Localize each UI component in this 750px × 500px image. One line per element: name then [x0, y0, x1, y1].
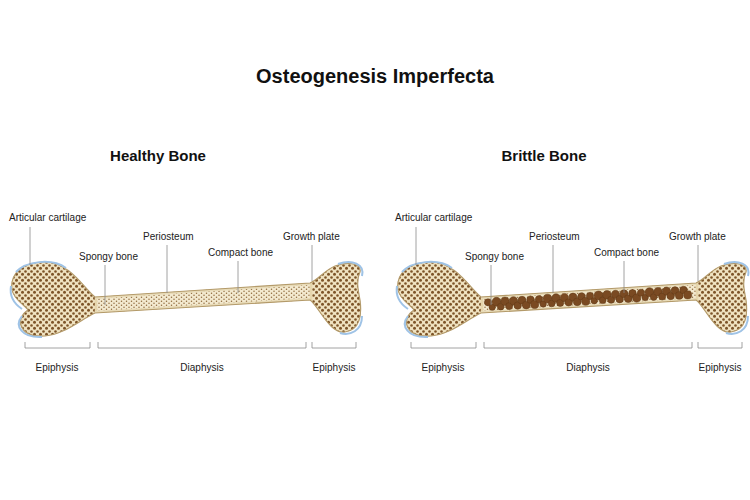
panel-heading: Brittle Bone [501, 147, 586, 165]
part-label: Articular cartilage [8, 212, 87, 224]
brittle-bone [386, 250, 750, 350]
part-label: Growth plate [668, 231, 727, 243]
region-label: Epiphysis [698, 362, 743, 374]
diagram-title: Osteogenesis Imperfecta [256, 64, 494, 88]
part-label: Compact bone [593, 247, 660, 259]
part-label: Compact bone [207, 247, 274, 259]
healthy-bone [0, 250, 371, 350]
region-label: Epiphysis [312, 362, 357, 374]
part-label: Periosteum [528, 231, 581, 243]
region-label: Epiphysis [421, 362, 466, 374]
part-label: Articular cartilage [394, 212, 473, 224]
region-label: Epiphysis [35, 362, 80, 374]
bone-pore [684, 291, 692, 299]
brittle-bone-pores [484, 286, 691, 310]
region-label: Diaphysis [565, 362, 610, 374]
part-label: Spongy bone [464, 251, 525, 263]
region-label: Diaphysis [179, 362, 224, 374]
part-label: Periosteum [142, 231, 195, 243]
part-label: Growth plate [282, 231, 341, 243]
part-label: Spongy bone [78, 251, 139, 263]
panel-heading: Healthy Bone [110, 147, 206, 165]
leader-lines [25, 227, 356, 348]
leader-lines [411, 227, 742, 348]
